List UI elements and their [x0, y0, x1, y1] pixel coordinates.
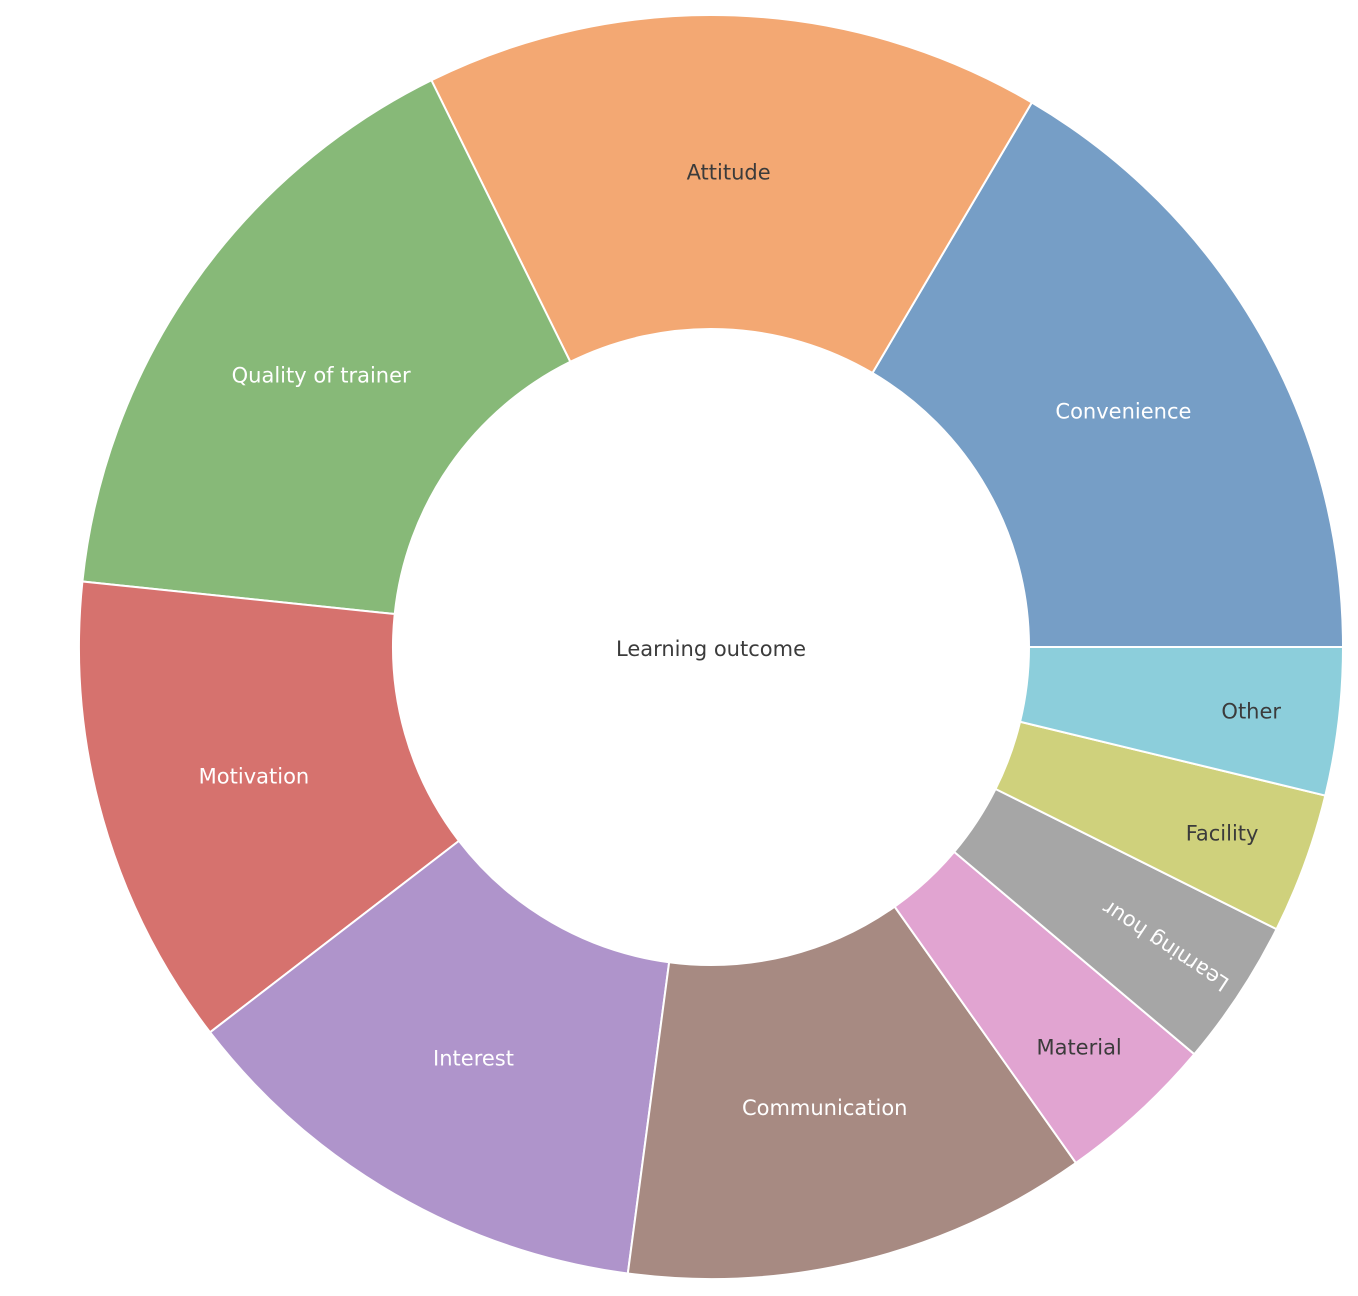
slice-convenience[interactable]: [871, 101, 1345, 648]
slice-label-convenience: Convenience: [1055, 399, 1191, 423]
slice-label-facility: Facility: [1186, 822, 1259, 846]
slice-other[interactable]: [1018, 646, 1345, 797]
slice-motivation[interactable]: [78, 580, 461, 1034]
slice-interest[interactable]: [208, 839, 671, 1275]
slice-attitude[interactable]: [430, 14, 1034, 375]
center-label: Learning outcome: [616, 637, 806, 661]
slice-label-interest: Interest: [433, 1046, 514, 1070]
slice-label-other: Other: [1221, 699, 1281, 723]
slice-label-material: Material: [1036, 1036, 1121, 1060]
slice-label-attitude: Attitude: [687, 160, 771, 184]
slice-quality-of-trainer[interactable]: [81, 78, 572, 616]
slice-label-communication: Communication: [742, 1096, 908, 1120]
slices-layer: [78, 14, 1345, 1280]
slice-label-quality-of-trainer: Quality of trainer: [232, 364, 411, 388]
slice-label-motivation: Motivation: [199, 764, 310, 788]
slice-communication[interactable]: [626, 905, 1078, 1280]
